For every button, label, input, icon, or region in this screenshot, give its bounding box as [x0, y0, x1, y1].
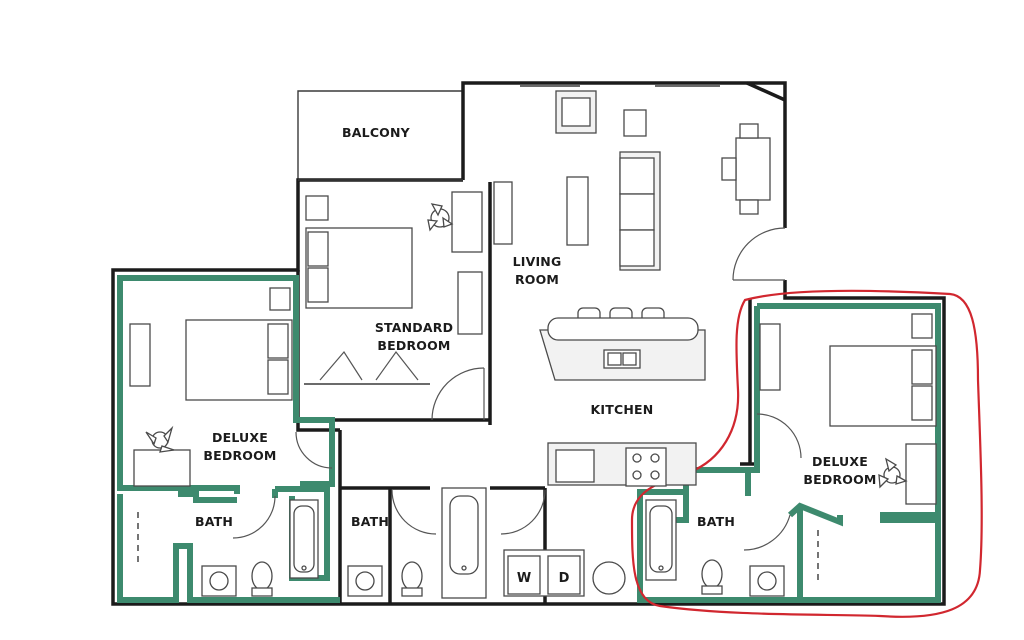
deluxe-bedroom-left-furniture [129, 287, 333, 487]
label-bath-right: BATH [697, 514, 735, 529]
washer [507, 555, 541, 595]
label-living-room-1: LIVING [513, 254, 562, 269]
label-washer: W [517, 571, 531, 586]
sink-icon [749, 565, 785, 597]
living-furniture [493, 85, 786, 281]
dryer [547, 555, 581, 595]
label-bath-left: BATH [195, 514, 233, 529]
label-bath-center: BATH [351, 514, 389, 529]
label-living-room-2: ROOM [515, 272, 559, 287]
label-deluxe-right-1: DELUXE [812, 454, 868, 469]
room-labels: BALCONY LIVING ROOM STANDARD BEDROOM KIT… [195, 125, 876, 586]
toilet-icon [251, 561, 273, 591]
highlight-suite-right [637, 303, 941, 603]
label-standard-bedroom-2: BEDROOM [377, 338, 450, 353]
bath-center-fixtures [347, 487, 626, 599]
kitchen-fixtures [539, 307, 706, 487]
standard-bedroom-furniture [304, 191, 485, 421]
walls [111, 81, 946, 606]
label-deluxe-left-2: BEDROOM [203, 448, 276, 463]
label-dryer: D [559, 571, 570, 586]
ceiling-fan-icon [878, 457, 908, 489]
label-balcony: BALCONY [342, 125, 411, 140]
toilet-icon [401, 561, 423, 591]
bath-right-fixtures [645, 499, 791, 597]
bath-left-fixtures [137, 495, 319, 597]
red-annotation-circle [630, 289, 983, 618]
deluxe-bedroom-right-furniture [756, 313, 937, 580]
label-deluxe-right-2: BEDROOM [803, 472, 876, 487]
stove-icon [625, 447, 667, 487]
label-deluxe-left-1: DELUXE [212, 430, 268, 445]
ceiling-fan-icon [145, 425, 175, 453]
label-kitchen: KITCHEN [591, 402, 654, 417]
ceiling-fan-icon [427, 203, 454, 232]
toilet-icon [701, 559, 723, 589]
label-standard-bedroom-1: STANDARD [375, 320, 453, 335]
